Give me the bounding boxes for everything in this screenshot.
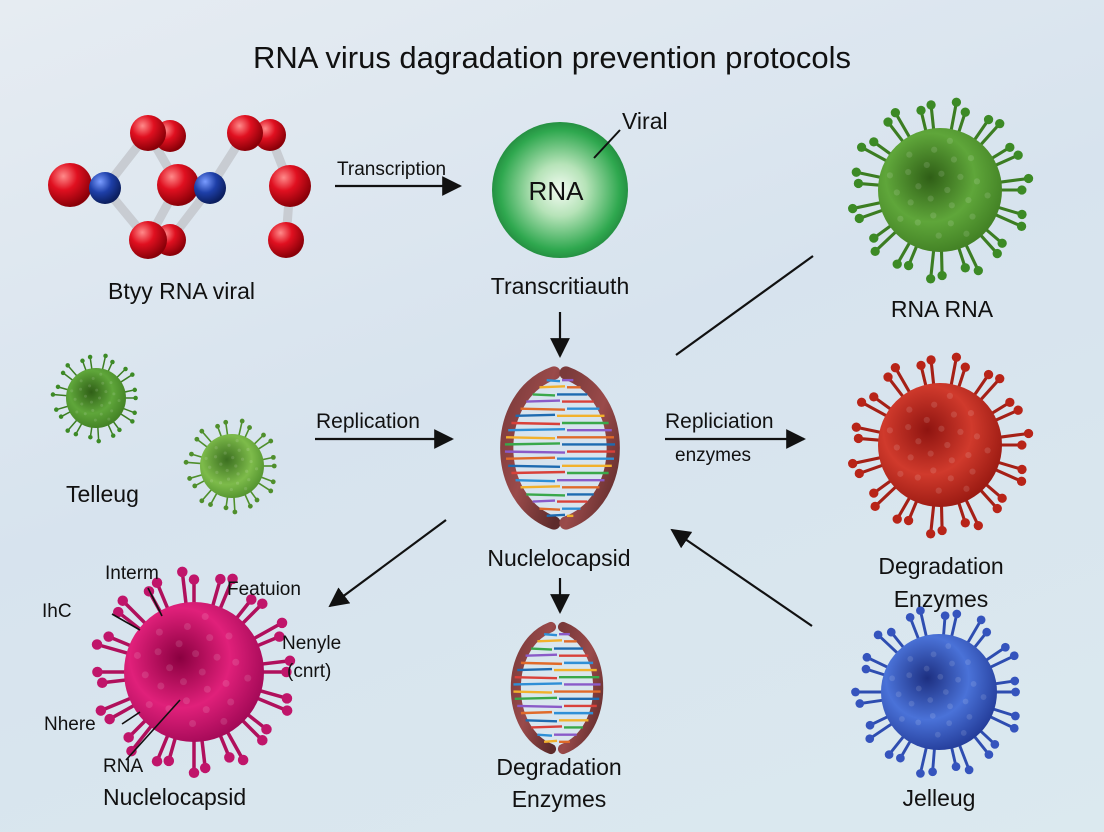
small-viruses-label: Telleug: [66, 481, 139, 507]
rna-molecule-model: [48, 115, 311, 259]
red-virus-label: Degradation Enzymes: [878, 553, 1003, 613]
nucleocapsid-bottom: [510, 621, 604, 755]
viral-callout-line: [593, 129, 621, 159]
bottom-nucleocapsid-label-line1: Degradation: [496, 754, 622, 780]
red-virus-label-line2: Enzymes: [893, 586, 989, 613]
page-title: RNA virus dagradation prevention protoco…: [253, 40, 851, 75]
replication-label: Replication: [316, 410, 420, 433]
enzymes-label: enzymes: [675, 445, 752, 466]
red-virus-label-line1: Degradation: [878, 553, 1004, 579]
pink-callout-rna: RNA: [103, 756, 144, 777]
viral-callout-label: Viral: [622, 108, 668, 134]
arrow-from-blue-virus: [670, 528, 813, 627]
transcription-label: Transcription: [337, 159, 447, 180]
virus-green-top: [848, 97, 1034, 284]
nucleocapsid-center-label: Nuclelocapsid: [487, 545, 631, 571]
pink-callout-nenyle: Nenyle: [282, 633, 342, 654]
pink-virus-label: Nuclelocapsid: [103, 784, 247, 810]
virus-small-green-1: [50, 353, 138, 444]
virus-pink: [91, 566, 296, 779]
rna-circle-text: RNA: [528, 176, 584, 206]
pink-virus-callout-lines: [111, 587, 181, 761]
bottom-nucleocapsid-label: Degradation Enzymes: [496, 754, 621, 813]
virus-small-green-2: [183, 418, 277, 515]
rna-circle: [492, 122, 628, 258]
virus-blue: [851, 606, 1020, 778]
nucleocapsid-center: [500, 366, 620, 530]
pink-callout-featuion: Featuion: [227, 579, 301, 600]
green-virus-label: RNA RNA: [890, 296, 994, 322]
arrows: [315, 176, 814, 627]
virus-red: [848, 352, 1034, 539]
pink-callout-cnrt: (cnrt): [287, 661, 332, 682]
repliciation-label: Repliciation: [665, 410, 774, 433]
transcritiauth-label: Transcritiauth: [490, 273, 630, 299]
pink-callout-interm: Interm: [105, 563, 159, 584]
molecule-label: Btyy RNA viral: [108, 278, 255, 304]
bottom-nucleocapsid-label-line2: Enzymes: [511, 786, 607, 813]
pink-callout-ihc: IhC: [42, 601, 72, 622]
blue-virus-label: Jelleug: [902, 785, 976, 811]
arrow-to-pink-virus: [328, 519, 447, 608]
line-diagonal-top-right: [675, 255, 814, 356]
pink-callout-nhere: Nhere: [44, 714, 96, 735]
